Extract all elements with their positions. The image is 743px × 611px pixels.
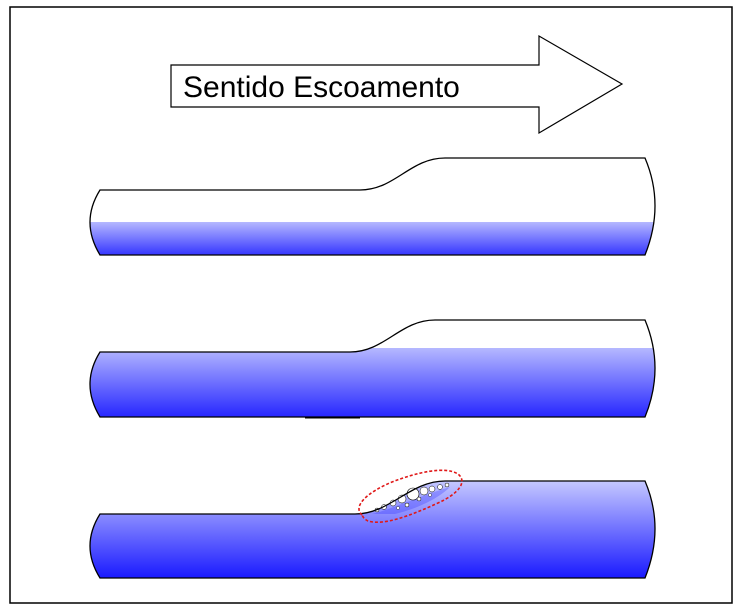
pipe-outline-2 [89, 319, 656, 418]
pipe-outline-1 [89, 157, 656, 256]
pipe-nearly-full [89, 319, 656, 419]
pipe-full-with-air-pocket [89, 469, 656, 579]
water-fill-2 [90, 348, 655, 417]
arrow-label: Sentido Escoamento [183, 71, 460, 104]
pipe-outline-3 [89, 480, 656, 579]
air-pocket-highlight [358, 469, 463, 523]
water-fill-1 [90, 222, 655, 255]
diagram-frame [9, 6, 733, 604]
flow-direction-arrow: Sentido Escoamento [170, 34, 624, 135]
water-body-3 [90, 481, 655, 578]
pipe-partially-filled [89, 157, 656, 256]
